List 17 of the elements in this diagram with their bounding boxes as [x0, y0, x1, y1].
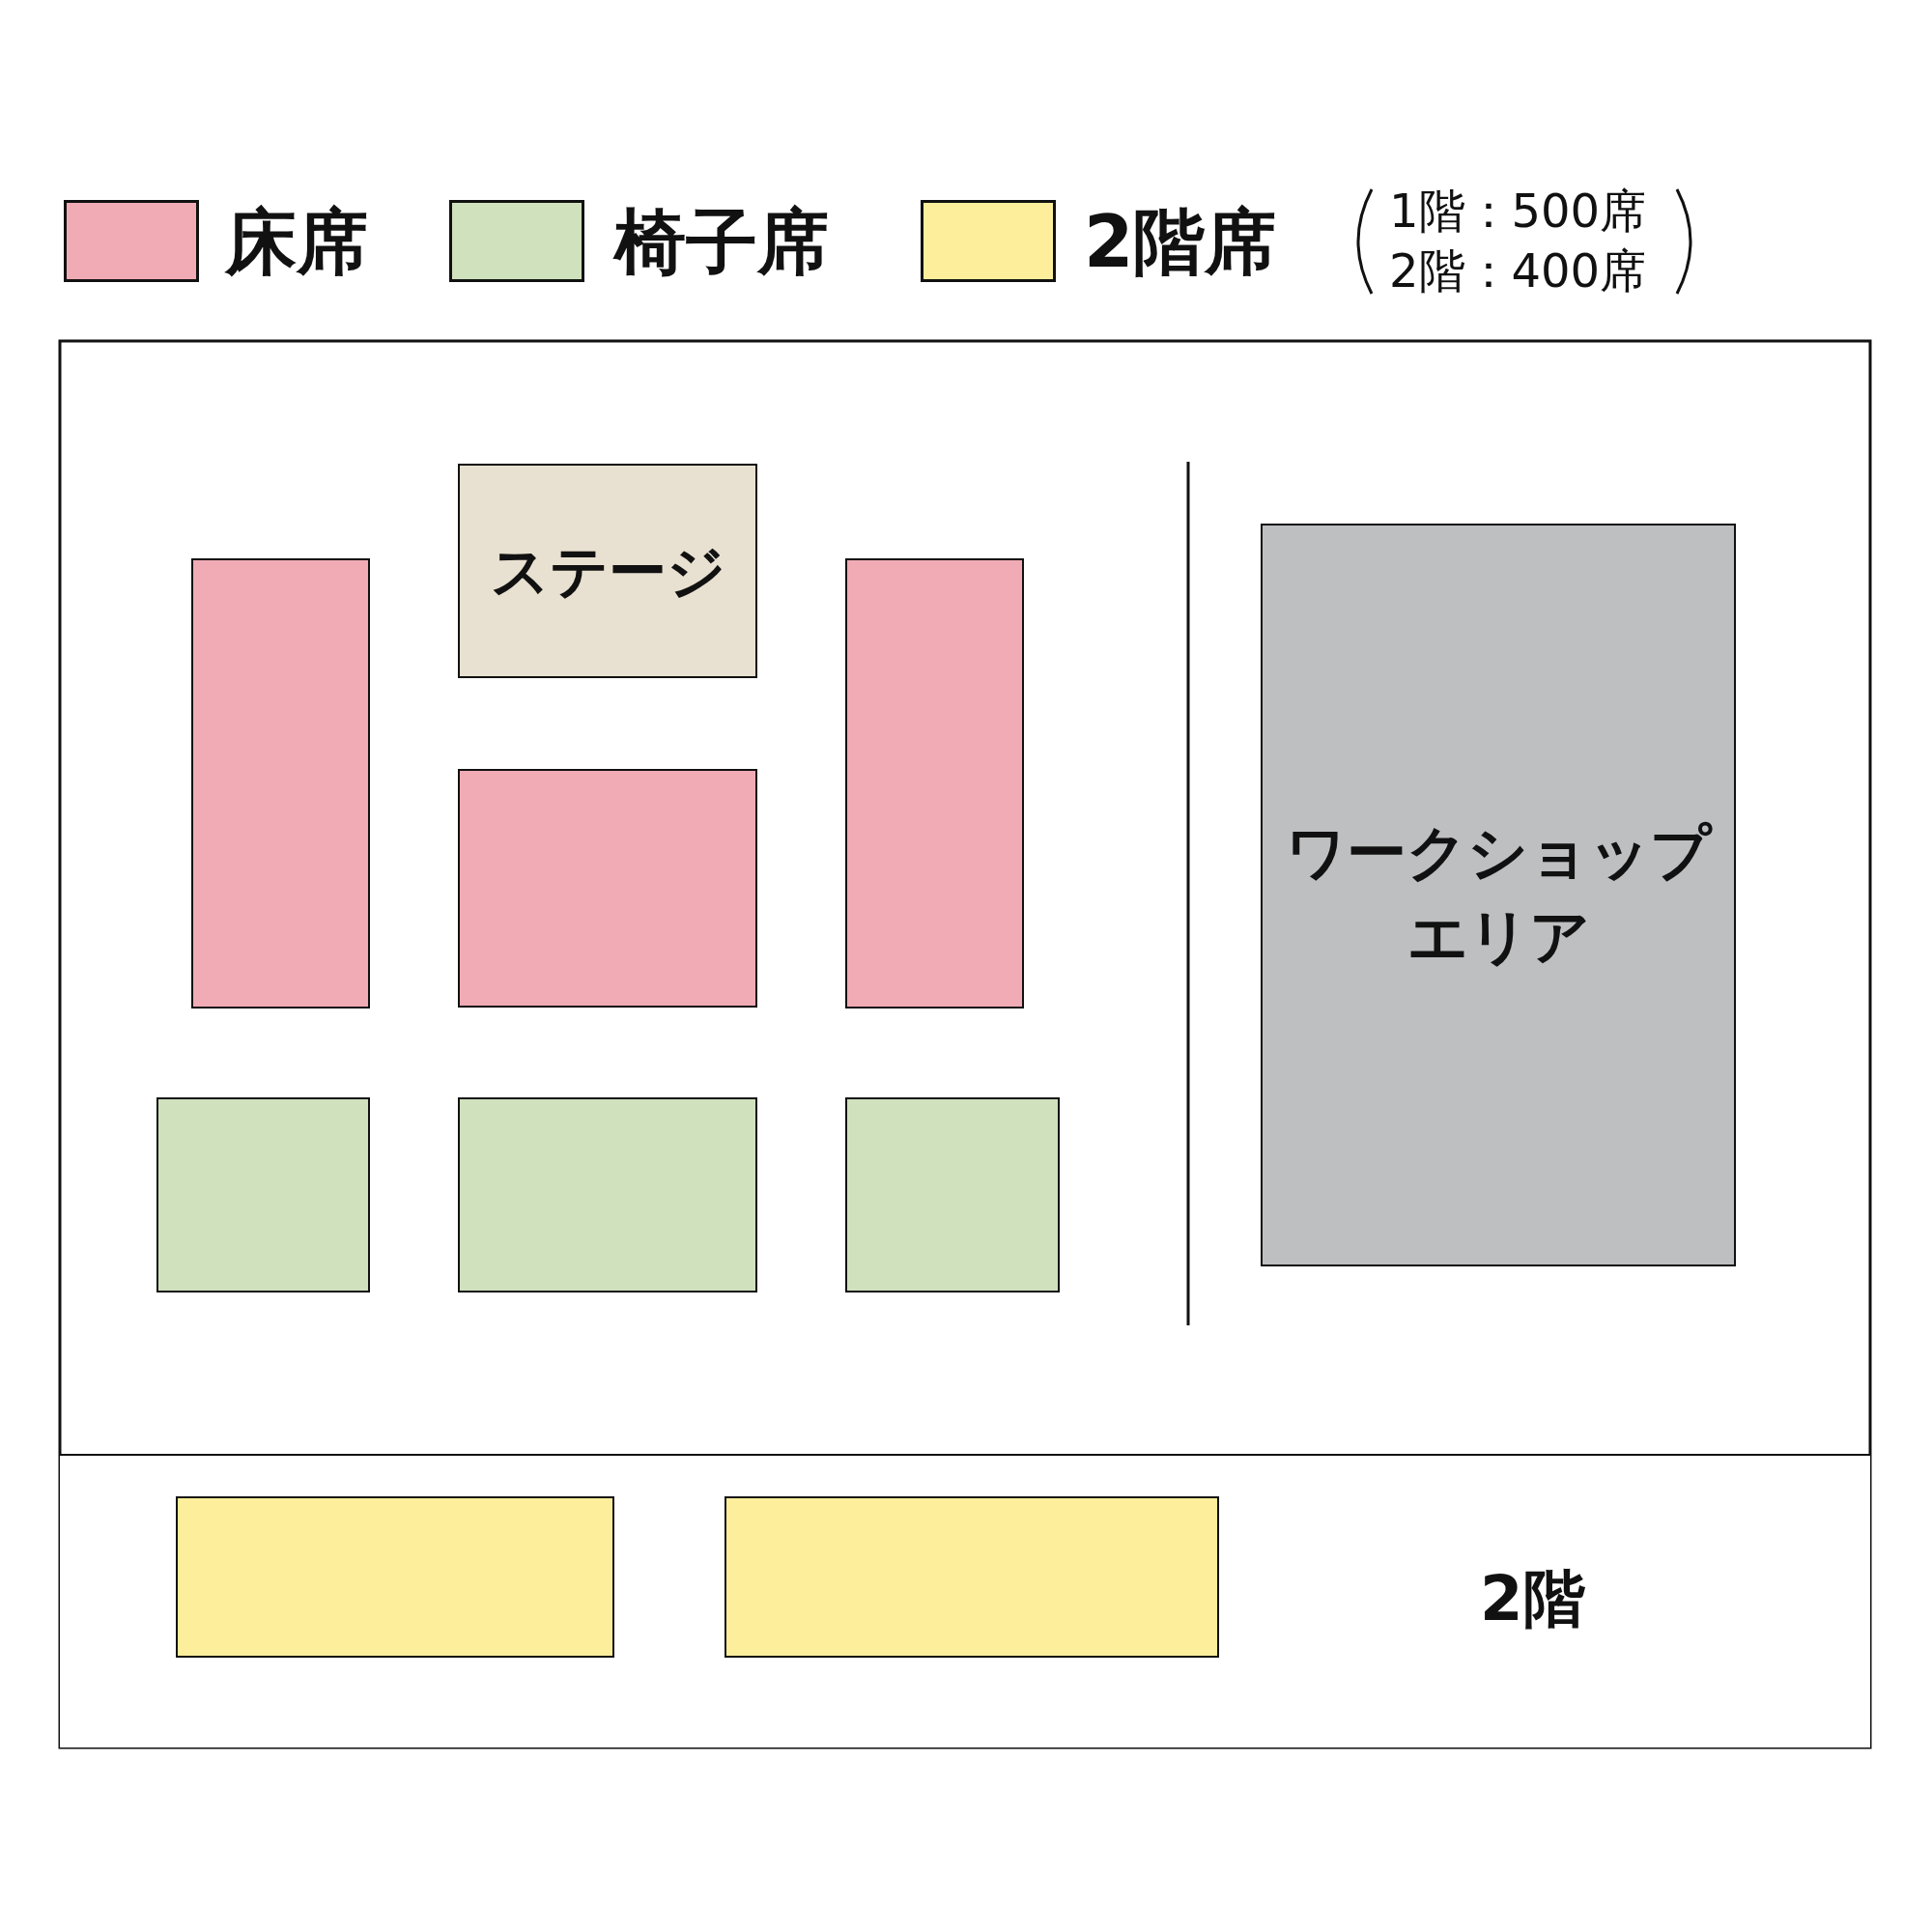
seat-count-note: 1階：500席 [1389, 184, 1647, 238]
chair-seat-block [458, 1097, 757, 1293]
floor-seat-block [191, 558, 370, 1009]
legend-label: 2階席 [1084, 201, 1277, 282]
legend-label: 椅子席 [614, 201, 829, 282]
floor-seat-block [845, 558, 1024, 1009]
legend-label: 床席 [225, 201, 368, 282]
floor-seat-block [458, 769, 757, 1008]
chair-seat-block [156, 1097, 370, 1293]
seat-count-note: 2階：400席 [1389, 243, 1647, 298]
chair-seat-block [845, 1097, 1060, 1293]
workshop-area: ワークショップエリア [1261, 524, 1736, 1266]
second-floor-seat-block [724, 1496, 1219, 1658]
second-floor-seat-block [176, 1496, 614, 1658]
floor-label: 2階 [1480, 1562, 1585, 1636]
second-floor-band [60, 1454, 1870, 1747]
stage-area: ステージ [458, 464, 757, 678]
